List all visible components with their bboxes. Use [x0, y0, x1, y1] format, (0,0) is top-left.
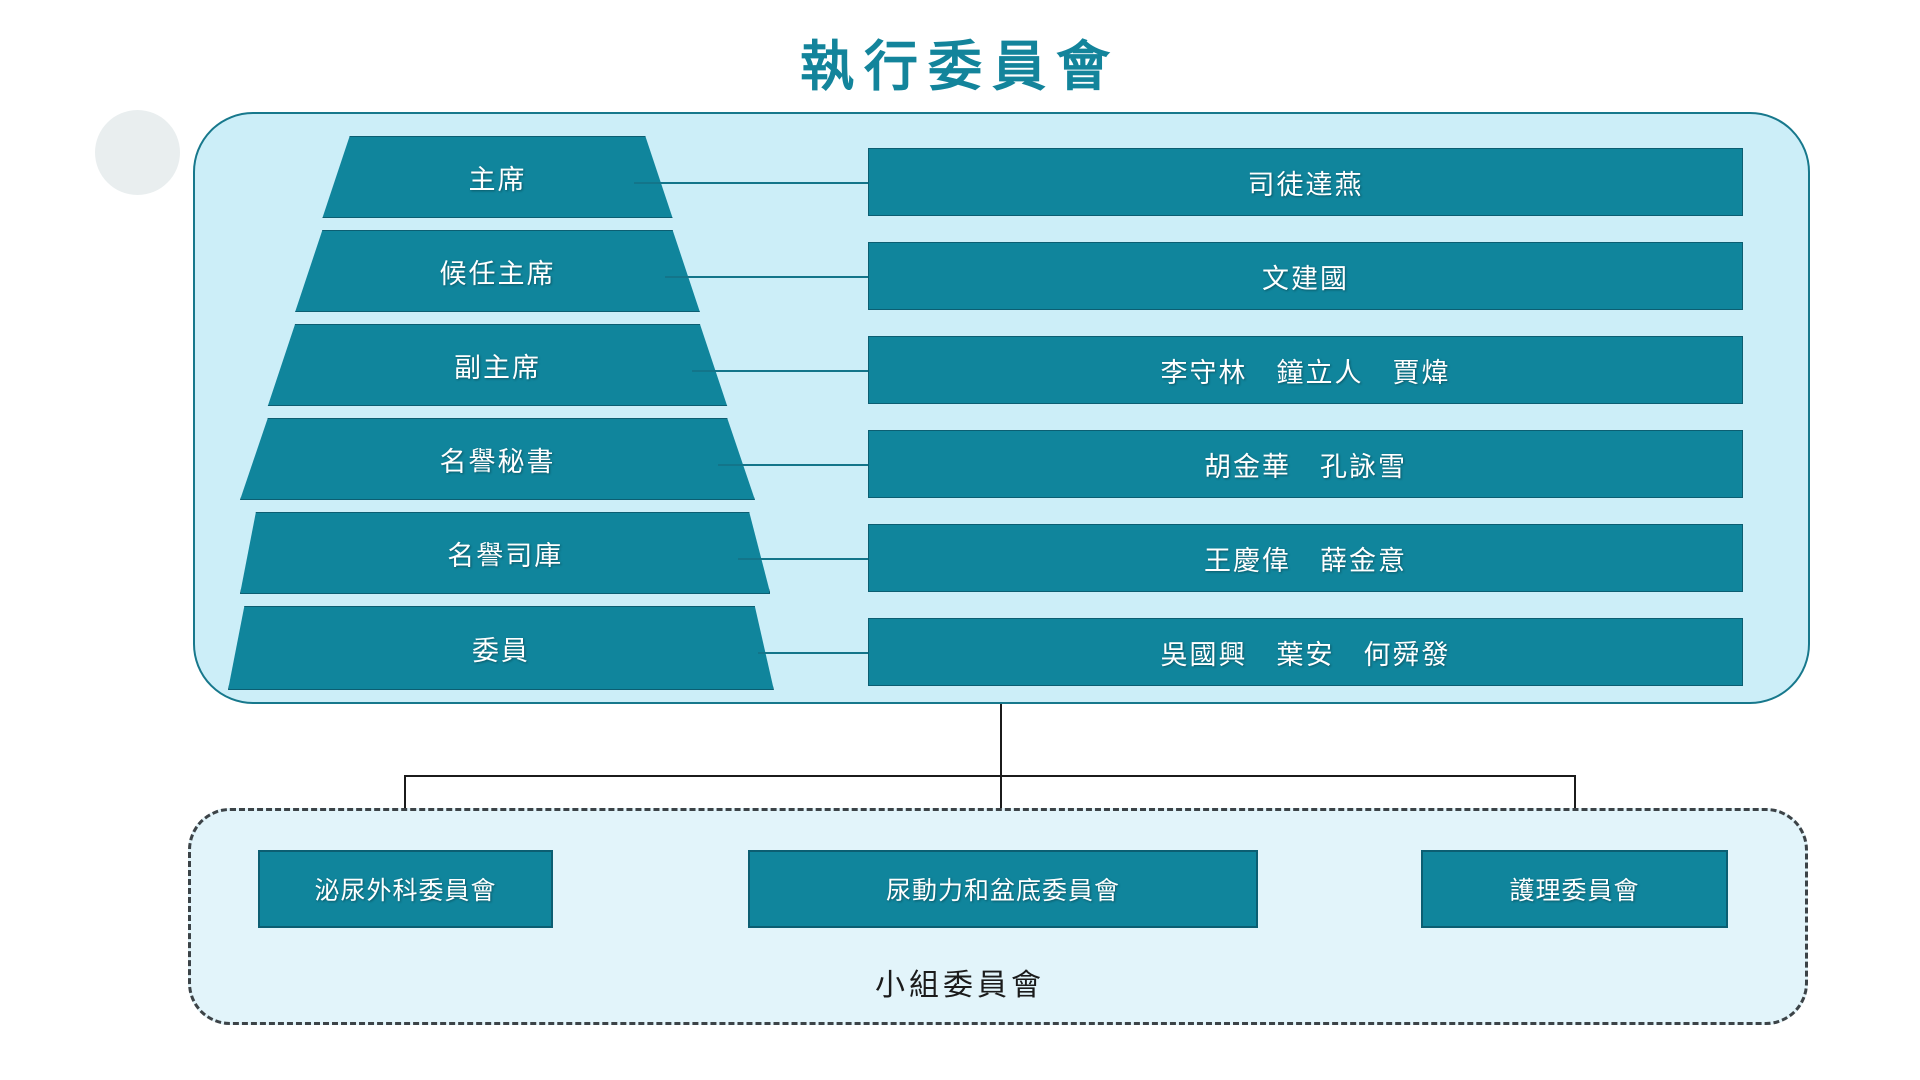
- connector-line-0: [634, 182, 868, 184]
- connector-line-4: [738, 558, 868, 560]
- page-title: 執行委員會: [800, 37, 1120, 97]
- role-pyramid: 主席 候任主席 副主席 名譽秘書 名譽司庫 委員: [228, 136, 774, 691]
- name-box-3[interactable]: 胡金華 孔詠雪: [868, 430, 1743, 498]
- name-box-5[interactable]: 吳國興 葉安 何舜發: [868, 618, 1743, 686]
- name-box-text: 吳國興 葉安 何舜發: [1160, 639, 1451, 670]
- pyramid-row-4[interactable]: 名譽司庫: [240, 512, 771, 594]
- name-box-text: 胡金華 孔詠雪: [1204, 451, 1407, 482]
- connector-line-5: [758, 652, 868, 654]
- subcommittee-label: 尿動力和盆底委員會: [885, 877, 1120, 905]
- name-box-text: 司徒達燕: [1247, 169, 1364, 200]
- distribution-line: [404, 775, 1576, 777]
- subcommittee-box-2[interactable]: 護理委員會: [1421, 850, 1728, 928]
- pyramid-row-3[interactable]: 名譽秘書: [240, 418, 755, 500]
- trunk-line: [1000, 704, 1002, 776]
- pyramid-row-label: 主席: [468, 164, 527, 195]
- pyramid-row-label: 名譽司庫: [447, 540, 564, 571]
- name-box-2[interactable]: 李守林 鐘立人 賈煒: [868, 336, 1743, 404]
- pyramid-row-label: 候任主席: [439, 258, 556, 289]
- subcommittee-caption: 小組委員會: [875, 969, 1045, 1002]
- connector-line-1: [665, 276, 868, 278]
- connector-line-3: [718, 464, 868, 466]
- name-box-text: 王慶偉 薛金意: [1204, 545, 1407, 576]
- decorative-circle: [95, 110, 180, 195]
- pyramid-row-2[interactable]: 副主席: [267, 324, 728, 406]
- subcommittee-label: 泌尿外科委員會: [314, 877, 497, 905]
- name-box-text: 李守林 鐘立人 賈煒: [1160, 357, 1451, 388]
- name-box-1[interactable]: 文建國: [868, 242, 1743, 310]
- pyramid-row-1[interactable]: 候任主席: [295, 230, 700, 312]
- pyramid-row-label: 副主席: [454, 352, 541, 383]
- pyramid-row-label: 名譽秘書: [439, 446, 556, 477]
- subcommittee-box-0[interactable]: 泌尿外科委員會: [258, 850, 553, 928]
- pyramid-row-label: 委員: [471, 635, 530, 666]
- pyramid-row-5[interactable]: 委員: [228, 606, 774, 690]
- name-box-0[interactable]: 司徒達燕: [868, 148, 1743, 216]
- subcommittee-box-1[interactable]: 尿動力和盆底委員會: [748, 850, 1258, 928]
- pyramid-row-0[interactable]: 主席: [322, 136, 673, 218]
- name-box-text: 文建國: [1262, 263, 1349, 294]
- connector-line-2: [692, 370, 868, 372]
- name-box-4[interactable]: 王慶偉 薛金意: [868, 524, 1743, 592]
- subcommittee-label: 護理委員會: [1509, 877, 1640, 905]
